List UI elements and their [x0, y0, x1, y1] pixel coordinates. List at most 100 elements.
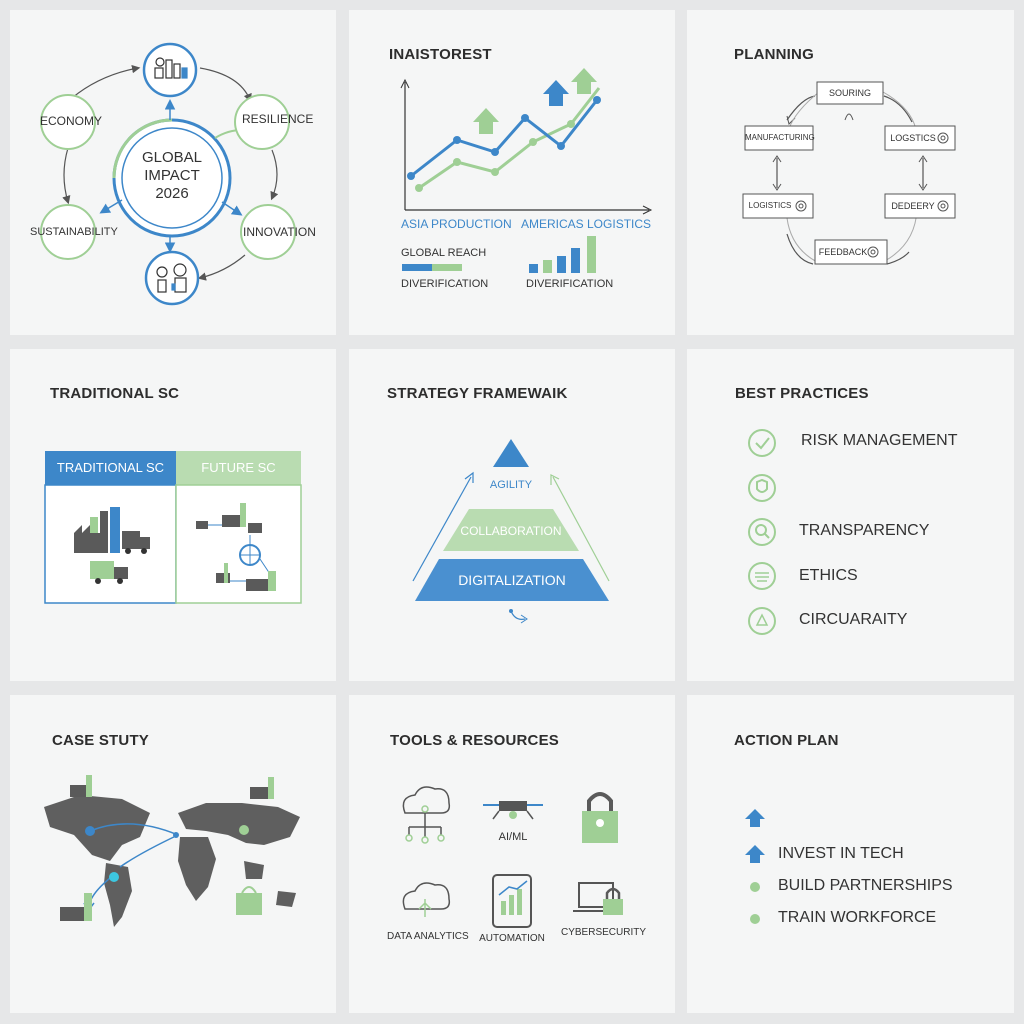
strategy-title: STRATEGY FRAMEWAIK [387, 385, 568, 402]
cloud-network-icon [402, 786, 451, 844]
action-plan-title: ACTION PLAN [734, 732, 839, 749]
traditional-title: TRADITIONAL SC [50, 385, 180, 402]
box-delivery[interactable] [884, 193, 956, 219]
check-icon [748, 429, 776, 457]
up-arrow-icon [473, 108, 499, 134]
panel-planning: PLANNING SOURING MANUFACTURING LOGSTICS … [687, 10, 1014, 335]
panel-tools: TOOLS & RESOURCES [349, 695, 675, 1013]
label-sourcing: SOURING [828, 88, 871, 98]
diversification-right: DIVERIFICATION [526, 278, 614, 290]
practice-risk-management: RISK MANAGEMENT [801, 432, 958, 449]
tool-automation: AUTOMATION [479, 933, 545, 944]
action-icons [745, 809, 765, 924]
level-digitalization: DIGITALIZATION [458, 572, 566, 588]
factory-icon [154, 57, 188, 79]
panel-case-study: CASE STUTY [10, 695, 336, 1013]
sc-comparison [44, 484, 302, 604]
hub-diagram [40, 42, 296, 306]
pyramid-digitalization[interactable] [415, 559, 609, 601]
drone-icon [483, 801, 543, 820]
panel-best-practices: BEST PRACTICES RISK MANAGEMENT TRANSPARE… [687, 349, 1014, 681]
factory-icon [60, 775, 274, 921]
strategy-pyramid [412, 439, 610, 624]
label-feedback: FEEDBACK [818, 247, 868, 257]
investment-title: INAISTOREST [389, 46, 492, 63]
practice-transparency: TRANSPARENCY [799, 522, 930, 539]
box-manufacturing[interactable] [744, 125, 814, 151]
box-logistics-right[interactable] [884, 125, 956, 151]
level-collaboration: COLLABORATION [460, 524, 562, 538]
tool-ai-ml: AI/ML [498, 831, 528, 843]
map-pin-asia[interactable] [239, 825, 249, 835]
shield-icon [748, 474, 776, 502]
label-economy: ECONOMY [40, 114, 103, 128]
label-manufacturing: MANUFACTURING [745, 133, 815, 142]
header-traditional: TRADITIONAL SC [45, 451, 176, 485]
action-invest-tech: INVEST IN TECH [778, 845, 904, 862]
planning-title: PLANNING [734, 46, 814, 63]
arc-innovation-bottom [197, 254, 246, 281]
level-agility: AGILITY [489, 479, 533, 491]
planning-cycle-diagram [742, 81, 956, 265]
label-innovation: INNOVATION [243, 225, 316, 239]
networked-factories [196, 503, 276, 591]
node-sustainability[interactable] [40, 204, 96, 260]
panel-traditional-sc: TRADITIONAL SC TRADITIONAL SC FUTURE SC [10, 349, 336, 681]
node-bottom-factory[interactable] [144, 250, 200, 306]
arc-resilience-innovation [270, 149, 279, 201]
box-sourcing[interactable] [816, 81, 884, 105]
truck-icon [90, 561, 128, 584]
node-resilience[interactable] [234, 94, 290, 150]
tablet-chart-icon [492, 874, 532, 928]
diversification-left: DIVERIFICATION [401, 278, 489, 290]
lock-icon [582, 792, 618, 843]
laptop-lock-icon [573, 882, 623, 915]
node-economy[interactable] [40, 94, 96, 150]
series-blue [410, 99, 599, 178]
truck-icon [122, 531, 150, 554]
magnifier-icon [748, 518, 776, 546]
series-green [418, 87, 601, 190]
tools-title: TOOLS & RESOURCES [390, 732, 559, 749]
box-logistics-left[interactable] [742, 193, 814, 219]
bullet-dot [750, 914, 760, 924]
world-map [44, 775, 300, 927]
tool-data-analytics: DATA ANALYTICS [387, 931, 469, 942]
up-arrow-icon [745, 809, 765, 827]
people-icon [156, 263, 187, 293]
hub-center-line3: 2026 [155, 185, 189, 202]
up-arrow-icon [543, 80, 569, 106]
best-practices-title: BEST PRACTICES [735, 385, 869, 402]
pyramid-apex[interactable] [493, 439, 529, 467]
pyramid-collaboration[interactable] [443, 509, 579, 551]
investment-line-chart [400, 68, 653, 273]
reach-bar-blue [402, 264, 432, 271]
mini-bar-chart [529, 236, 596, 273]
header-future: FUTURE SC [176, 451, 301, 485]
arc-economy-top [71, 64, 141, 99]
hub-center-line2: IMPACT [144, 167, 200, 184]
panel-strategy: STRATEGY FRAMEWAIK AGILITY COLLABORATION… [349, 349, 675, 681]
label-delivery: DEDEERY [891, 201, 935, 211]
gear-icon [795, 132, 949, 258]
node-innovation[interactable] [240, 204, 296, 260]
map-pin-america[interactable] [85, 826, 95, 836]
up-arrow-icon [745, 845, 765, 863]
hub-center-line1: GLOBAL [141, 149, 203, 166]
ethics-icon [748, 562, 776, 590]
node-top-factory[interactable] [142, 42, 198, 98]
panel-action-plan: ACTION PLAN INVEST IN TECH BUILD PARTNER… [687, 695, 1014, 1013]
case-study-title: CASE STUTY [52, 732, 150, 749]
label-resilience: RESILIENCE [242, 112, 314, 126]
arc-top-resilience [199, 67, 252, 103]
recycle-icon [748, 607, 776, 635]
global-reach-label: GLOBAL REACH [401, 247, 487, 259]
label-sustainability: SUSTAINABILITY [30, 226, 118, 238]
tool-cybersecurity: CYBERSECURITY [561, 927, 647, 938]
label-logistics-right: LOGSTICS [890, 133, 936, 143]
map-pin-south-america[interactable] [109, 872, 119, 882]
legend-asia: ASIA PRODUCTION [401, 217, 512, 231]
reach-bar-green [432, 264, 462, 271]
action-build-partnerships: BUILD PARTNERSHIPS [778, 877, 953, 894]
label-logistics-left: LOGISTICS [748, 201, 792, 210]
